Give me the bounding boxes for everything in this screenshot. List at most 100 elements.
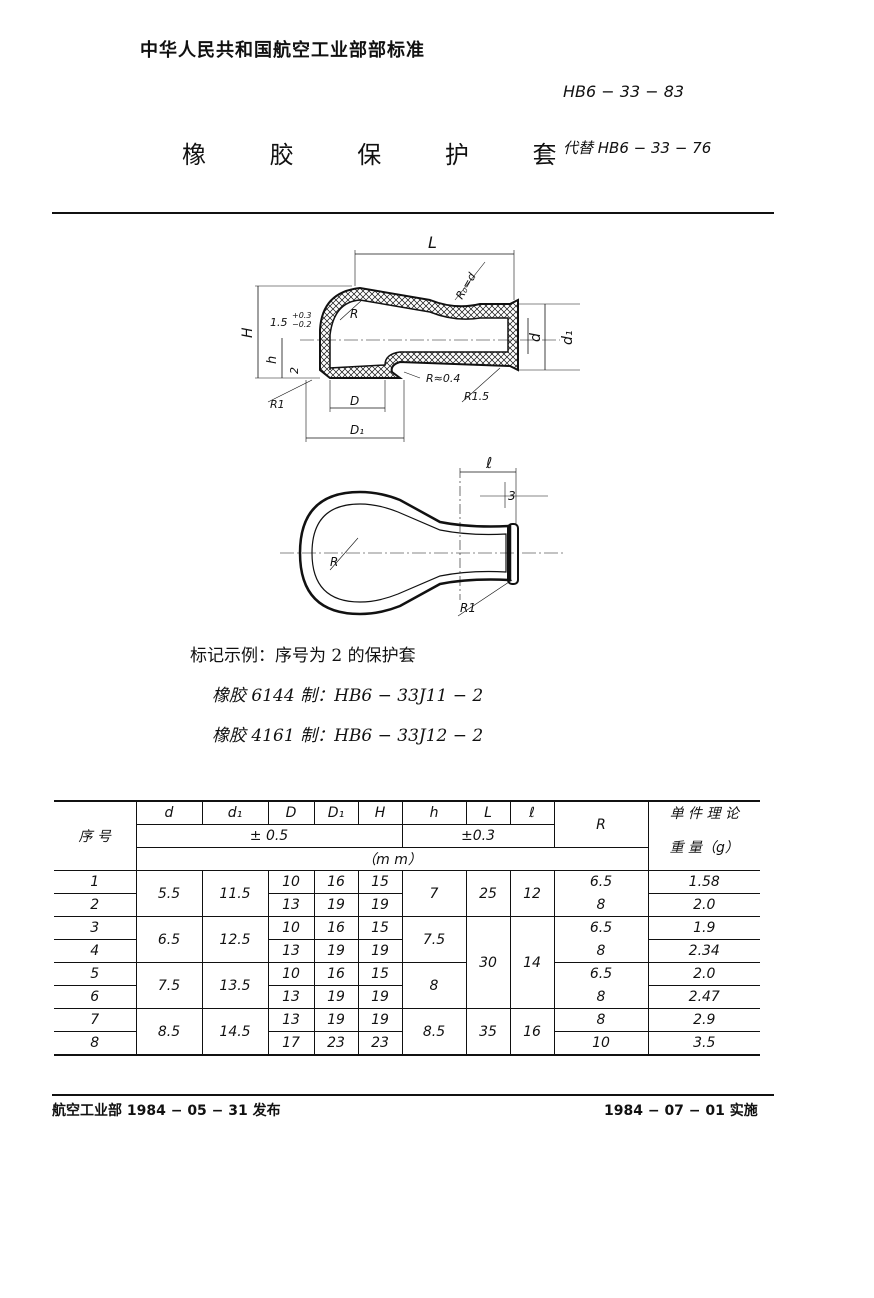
cell-L: 25 [465,870,511,917]
cell-no: 6 [54,985,137,1009]
dim-R: R [350,307,358,321]
cell-H: 15 [357,870,403,894]
cell-R: 8 [553,893,649,917]
cell-D1: 16 [313,916,359,940]
cell-h: 7.5 [401,916,467,963]
header-l: ℓ [509,800,555,825]
table-row: 2 13 19 19 8 2.0 [54,893,760,917]
effective-date: 1984 − 07 − 01 实施 [604,1103,758,1119]
header-tol-2: ±0.3 [401,824,555,848]
cell-l: 14 [509,916,555,1009]
cell-d1: 14.5 [201,1008,269,1056]
ministry-header: 中华人民共和国航空工业部部标准 [140,40,425,61]
cell-L: 35 [465,1008,511,1056]
dim-R04: R≈0.4 [426,372,460,385]
cell-D: 17 [267,1031,315,1056]
cell-D1: 19 [313,985,359,1009]
cell-d: 8.5 [135,1008,203,1056]
dim-d1: d₁ [560,331,576,346]
cell-D1: 19 [313,1008,359,1032]
top-view: ℓ 3 R R1 [280,454,565,617]
cell-l: 12 [509,870,555,917]
header-d: d [135,800,203,825]
dim-d: d [528,333,544,342]
dim-D1: D₁ [350,423,364,437]
technical-drawing: L H h 1.5 +0.3 −0.2 2 R R₀=d d d₁ D D₁ R… [240,233,580,617]
dim-three: 3 [508,489,516,503]
cell-R: 8 [553,985,649,1009]
dim-R1a: R1 [270,398,285,411]
cell-R: 8 [553,1008,649,1032]
standard-number: HB6 − 33 − 83 [563,82,685,101]
table-row: 1 5.5 11.5 10 16 15 7 25 12 6.5 1.58 [54,870,760,917]
cell-weight: 2.0 [647,962,760,986]
issue-date: 航空工业部 1984 − 05 − 31 发布 [52,1103,281,1119]
cell-d1: 12.5 [201,916,269,963]
cell-d: 5.5 [135,870,203,917]
dim-l: ℓ [485,454,492,472]
cell-weight: 2.9 [647,1008,760,1032]
cell-weight: 1.58 [647,870,760,894]
marking-heading: 标记示例：序号为 2 的保护套 [190,646,416,666]
cell-weight: 2.0 [647,893,760,917]
header-d1: d₁ [201,800,269,825]
cell-no: 4 [54,939,137,963]
header-D: D [267,800,315,825]
marking-example: 标记示例：序号为 2 的保护套 橡胶 6144 制：HB6 − 33J11 − … [190,636,483,756]
cell-no: 5 [54,962,137,986]
cell-H: 19 [357,1008,403,1032]
dim-L: L [428,233,437,252]
header-weight-2: 重 量（g） [647,824,760,871]
cell-no: 3 [54,916,137,940]
cell-d1: 13.5 [201,962,269,1009]
cell-R: 6.5 [553,870,649,894]
cell-D: 10 [267,962,315,986]
cell-D: 10 [267,916,315,940]
cell-d1: 11.5 [201,870,269,917]
table-row: 8 17 23 23 10 3.5 [54,1031,760,1056]
cell-R: 8 [553,939,649,963]
header-R: R [553,800,649,848]
replaces-standard: 代替 HB6 − 33 − 76 [563,139,712,157]
dim-tol: 1.5 [270,316,288,329]
cell-D1: 19 [313,893,359,917]
cell-L: 30 [465,916,511,1009]
footer-rule [52,1094,774,1096]
dim-R15: R1.5 [464,390,489,403]
dim-D: D [350,394,359,408]
table-row: 6 13 19 19 8 2.47 [54,985,760,1009]
marking-line-1: 橡胶 6144 制：HB6 − 33J11 − 2 [212,686,484,706]
cell-h: 7 [401,870,467,917]
dim-h: h [265,356,280,364]
header-L: L [465,800,511,825]
header-D1: D₁ [313,800,359,825]
header-tol-1: ± 0.5 [135,824,403,848]
header-rule [52,212,774,214]
table-row: 4 13 19 19 8 2.34 [54,939,760,963]
header-seq: 序 号 [54,800,137,871]
dim-R1b: R1 [460,601,476,615]
document-title: 橡 胶 保 护 套 [182,141,585,169]
cell-no: 7 [54,1008,137,1032]
cell-weight: 1.9 [647,916,760,940]
cell-d: 6.5 [135,916,203,963]
cell-R: 10 [553,1031,649,1056]
cell-R: 6.5 [553,916,649,940]
cell-weight: 2.47 [647,985,760,1009]
cell-D: 13 [267,1008,315,1032]
cell-D: 13 [267,893,315,917]
cell-no: 2 [54,893,137,917]
table-row: 3 6.5 12.5 10 16 15 7.5 30 14 6.5 1.9 [54,916,760,1009]
dim-tol-dn: −0.2 [292,320,311,329]
cell-l: 16 [509,1008,555,1056]
dim-tol-up: +0.3 [292,311,311,320]
cell-weight: 3.5 [647,1031,760,1056]
cell-h: 8.5 [401,1008,467,1056]
cell-no: 1 [54,870,137,894]
header-unit: （m m） [135,847,649,871]
cell-H: 19 [357,893,403,917]
dim-R2: R [330,555,338,569]
cell-d: 7.5 [135,962,203,1009]
marking-line-2: 橡胶 4161 制：HB6 − 33J12 − 2 [212,726,484,746]
cell-D1: 16 [313,870,359,894]
